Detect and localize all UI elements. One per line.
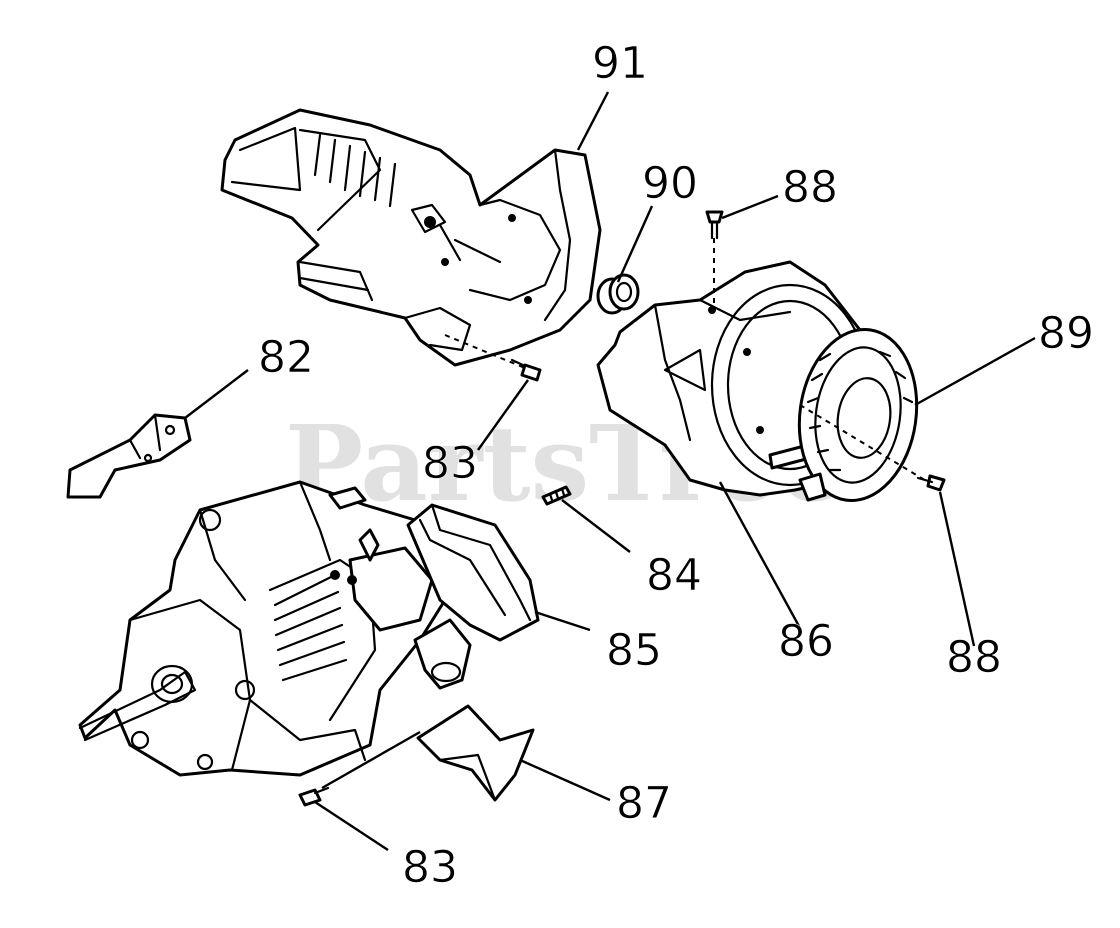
top-engine-assembly[interactable] [220, 108, 602, 367]
callout-88-top: 88 [782, 162, 838, 213]
screw-88-bottom[interactable] [916, 474, 946, 492]
callout-86: 86 [778, 616, 834, 667]
callout-84: 84 [646, 550, 702, 601]
callout-83-top: 83 [422, 438, 478, 489]
stud-84[interactable] [541, 485, 572, 506]
callout-88-bottom: 88 [946, 632, 1002, 683]
screw-88-top[interactable] [705, 210, 724, 240]
air-shroud-85[interactable] [406, 503, 540, 642]
callout-90: 90 [642, 158, 698, 209]
callout-91: 91 [592, 38, 648, 89]
bottom-engine-assembly[interactable] [78, 480, 472, 777]
screw-83-bottom[interactable] [298, 786, 330, 807]
leader-lines [184, 91, 1036, 852]
bushing-90[interactable] [596, 273, 640, 315]
callout-labels: 91 90 88 89 82 83 84 85 86 88 87 83 [258, 38, 1095, 894]
screw-83-top[interactable] [510, 358, 542, 382]
shield-87[interactable] [416, 704, 535, 802]
callout-87: 87 [616, 778, 672, 829]
callout-82: 82 [258, 332, 314, 383]
callout-89: 89 [1038, 308, 1094, 359]
callout-85: 85 [606, 625, 662, 676]
callout-83-bottom: 83 [402, 842, 458, 893]
bracket-82[interactable] [66, 413, 192, 499]
